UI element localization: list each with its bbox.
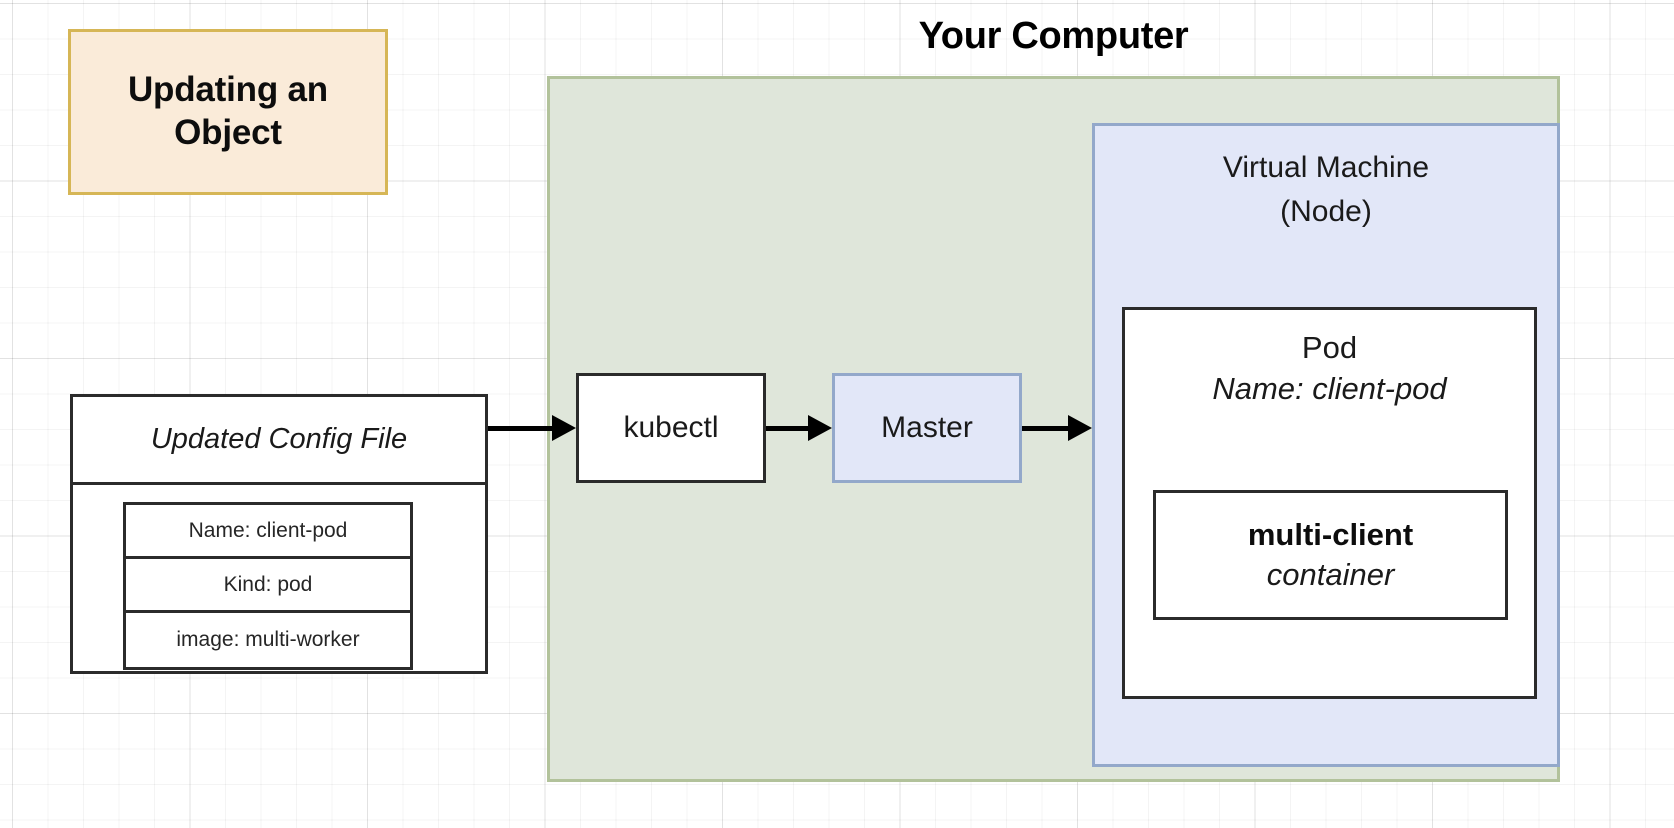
updated-config-file-card: Updated Config File Name: client-pod Kin… (70, 394, 488, 674)
virtual-machine-line1: Virtual Machine (1222, 151, 1430, 184)
arrow-config-file-to-kubectl (488, 415, 576, 441)
arrow-head-icon (1068, 415, 1092, 441)
arrow-head-icon (552, 415, 576, 441)
master-box: Master (832, 373, 1022, 483)
your-computer-title: Your Computer (918, 14, 1189, 57)
virtual-machine-label: Virtual Machine (Node) (1095, 146, 1557, 233)
pod-name: Name: client-pod (1212, 370, 1447, 406)
virtual-machine-line2: (Node) (1280, 194, 1372, 228)
arrow-master-to-virtual-machine (1022, 415, 1092, 441)
config-file-row-image: image: multi-worker (176, 628, 360, 651)
container-image-name: multi-client (1247, 517, 1414, 553)
pod-title: Pod (1301, 330, 1358, 365)
title-callout: Updating an Object (68, 29, 388, 195)
config-file-row-name: Name: client-pod (126, 505, 410, 559)
pod-label: Pod Name: client-pod (1125, 328, 1534, 410)
arrow-shaft (488, 425, 554, 431)
config-file-field-list: Name: client-pod Kind: pod image: multi-… (123, 502, 413, 670)
arrow-head-icon (808, 415, 832, 441)
title-callout-line1: Updating an (127, 70, 328, 110)
title-callout-text: Updating an Object (128, 69, 328, 154)
container-kind-label: container (1266, 557, 1395, 592)
arrow-kubectl-to-master (766, 415, 832, 441)
title-callout-line2: Object (174, 113, 282, 152)
config-file-row-kind: Kind: pod (126, 559, 410, 613)
kubectl-box: kubectl (576, 373, 766, 483)
arrow-shaft (766, 425, 810, 431)
container-box: multi-client container (1153, 490, 1508, 620)
config-file-header: Updated Config File (73, 397, 485, 485)
arrow-shaft (1022, 425, 1070, 431)
